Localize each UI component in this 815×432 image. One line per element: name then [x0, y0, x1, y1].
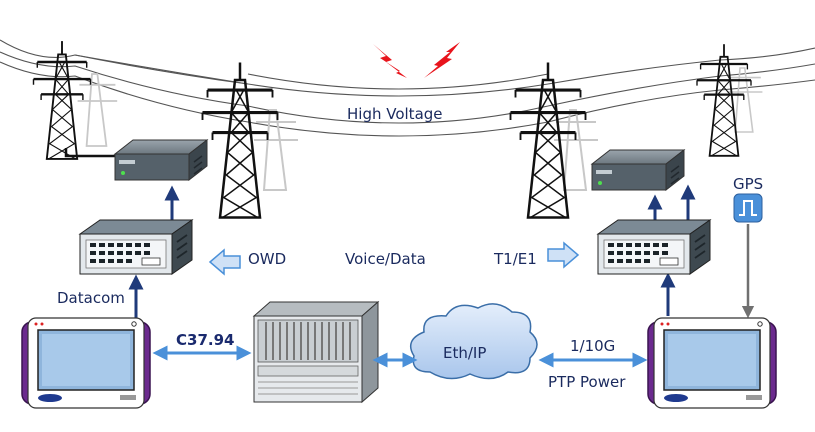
transmission-tower-far-right [695, 43, 753, 157]
left-tester [21, 317, 151, 409]
transmission-tower-far-left [32, 39, 92, 161]
power-lines [0, 39, 815, 137]
gps-label: GPS [733, 175, 764, 193]
left-modem [114, 139, 208, 181]
voice-data-label: Voice/Data [345, 250, 426, 268]
lightning-icon [373, 42, 460, 78]
left-multiplexer [79, 219, 193, 275]
t1e1-label: T1/E1 [494, 250, 537, 268]
t1e1-arrow-icon [547, 241, 580, 269]
gps-pulse-icon [733, 193, 763, 223]
owd-label: OWD [248, 250, 287, 268]
high-voltage-label: High Voltage [347, 105, 443, 123]
right-multiplexer [597, 219, 711, 275]
right-tester [647, 317, 777, 409]
ptp-power-label: PTP Power [548, 373, 626, 391]
eth-ip-cloud [409, 303, 538, 380]
tower-cable [64, 148, 115, 158]
central-rack [252, 300, 380, 404]
speed-label: 1/10G [570, 337, 616, 355]
datacom-label: Datacom [57, 289, 125, 307]
owd-arrow-icon [208, 248, 241, 276]
right-modem [591, 149, 685, 191]
eth-ip-label: Eth/IP [443, 344, 487, 362]
blue-link-arrows [152, 345, 648, 368]
c3794-label: C37.94 [176, 331, 235, 349]
